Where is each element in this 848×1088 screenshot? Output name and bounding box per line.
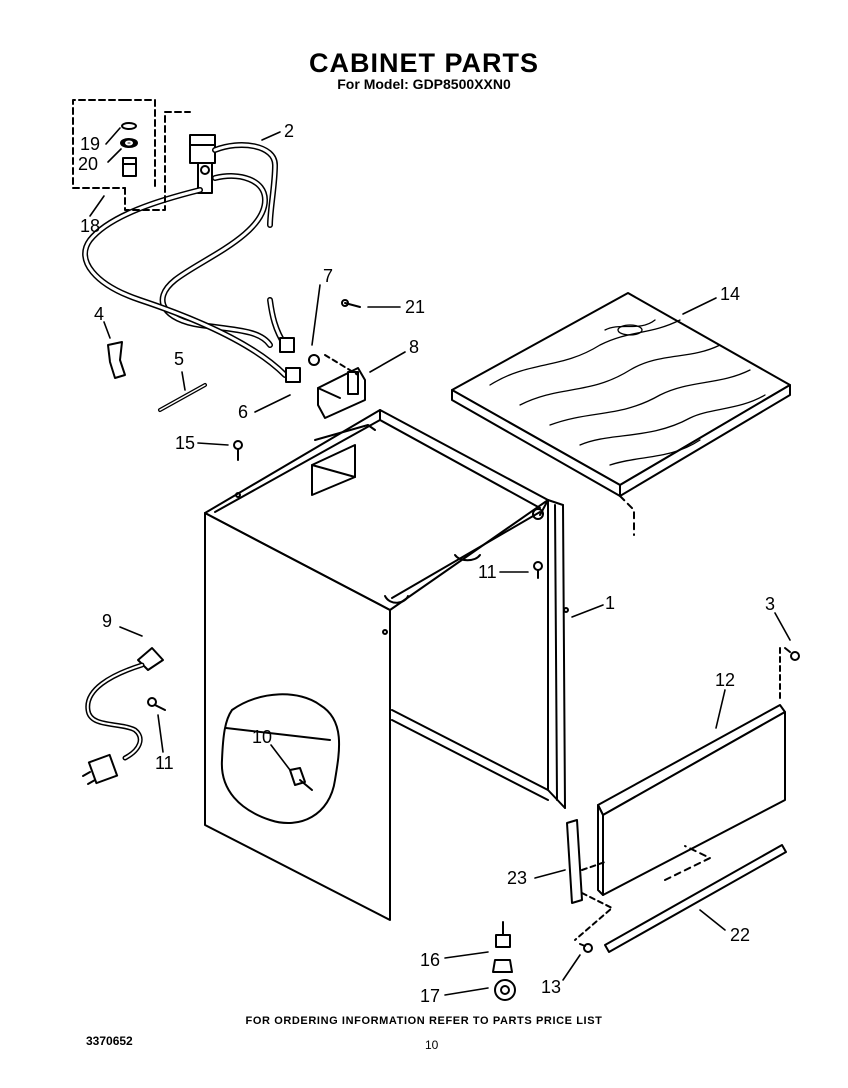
model-subtitle: For Model: GDP8500XXN0 <box>337 76 511 92</box>
callout-numbers: 1 2 3 4 5 6 7 8 9 10 11 11 12 13 14 15 1… <box>78 121 775 1006</box>
callout-12: 12 <box>715 670 735 690</box>
callout-3: 3 <box>765 594 775 614</box>
callout-23: 23 <box>507 868 527 888</box>
power-cord <box>82 647 164 785</box>
toe-panel <box>597 647 786 896</box>
callout-17: 17 <box>420 986 440 1006</box>
callout-7: 7 <box>323 266 333 286</box>
callout-1: 1 <box>605 593 615 613</box>
side-strip <box>566 819 613 941</box>
callout-19: 19 <box>80 134 100 154</box>
callout-11-right: 11 <box>478 562 497 582</box>
work-top <box>451 292 791 536</box>
callout-6: 6 <box>238 402 248 422</box>
leader-lines <box>89 127 791 996</box>
screws <box>147 299 800 953</box>
parts-kit-box <box>72 99 191 211</box>
document-number: 3370652 <box>86 1034 133 1048</box>
ordering-note: FOR ORDERING INFORMATION REFER TO PARTS … <box>245 1015 603 1027</box>
page-title: CABINET PARTS <box>308 48 539 78</box>
small-hardware <box>107 341 376 441</box>
callout-5: 5 <box>174 349 184 369</box>
bottom-strip <box>604 844 787 953</box>
leveling-leg-and-caster <box>492 921 516 1001</box>
callout-4: 4 <box>94 304 104 324</box>
callout-18: 18 <box>80 216 100 236</box>
callout-22: 22 <box>730 925 750 945</box>
callout-20: 20 <box>78 154 98 174</box>
cabinet-frame <box>204 409 569 921</box>
callout-13: 13 <box>541 977 561 997</box>
callout-8: 8 <box>409 337 419 357</box>
callout-15: 15 <box>175 433 195 453</box>
callout-10: 10 <box>252 727 272 747</box>
callout-2: 2 <box>284 121 294 141</box>
callout-14: 14 <box>720 284 740 304</box>
callout-11-left: 11 <box>155 753 174 773</box>
callout-21: 21 <box>405 297 425 317</box>
callout-16: 16 <box>420 950 440 970</box>
page-number: 10 <box>425 1038 439 1052</box>
callout-9: 9 <box>102 611 112 631</box>
